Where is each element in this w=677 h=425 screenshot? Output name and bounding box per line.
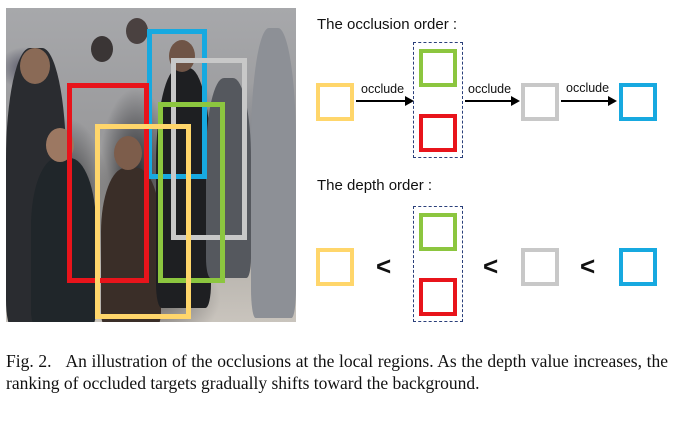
occlusion-green-square <box>419 49 457 87</box>
occlude-arrow-2 <box>465 100 512 102</box>
pedestrian-figure <box>31 158 96 322</box>
occlude-label-1: occlude <box>361 82 405 96</box>
caption-label: Fig. 2. <box>6 351 52 371</box>
occlusion-tie-group <box>413 42 463 158</box>
bbox-yellow <box>95 124 191 319</box>
less-than-symbol-2: < <box>483 251 499 281</box>
occlude-label-2: occlude <box>468 82 512 96</box>
caption-text: An illustration of the occlusions at the… <box>6 351 669 393</box>
bbox-green <box>158 102 225 283</box>
occlude-arrowhead-2 <box>511 96 520 106</box>
pedestrian-head <box>91 36 113 62</box>
pedestrian-figure <box>101 168 161 322</box>
pedestrian-head <box>20 48 50 84</box>
depth-gray-square <box>521 248 559 286</box>
occlude-label-3: occlude <box>566 81 610 95</box>
crowd-photo <box>6 8 296 322</box>
pedestrian-figure <box>251 28 296 318</box>
occlusion-red-square <box>419 114 457 152</box>
pedestrian-figure <box>156 68 211 308</box>
occlude-arrowhead-3 <box>608 96 617 106</box>
occlusion-order-title: The occlusion order : <box>317 16 458 33</box>
depth-blue-square <box>619 248 657 286</box>
pedestrian-head <box>126 18 148 44</box>
less-than-symbol-3: < <box>580 251 596 281</box>
occlude-arrow-3 <box>561 100 609 102</box>
bbox-red <box>67 83 149 283</box>
depth-order-title: The depth order : <box>317 177 433 194</box>
depth-tie-group <box>413 206 463 322</box>
less-than-symbol-1: < <box>376 251 392 281</box>
occlusion-gray-square <box>521 83 559 121</box>
depth-yellow-square <box>316 248 354 286</box>
occlusion-yellow-square <box>316 83 354 121</box>
occlude-arrow-1 <box>356 100 406 102</box>
depth-green-square <box>419 213 457 251</box>
figure-caption: Fig. 2. An illustration of the occlusion… <box>6 350 668 394</box>
bbox-gray <box>171 58 247 240</box>
occlude-arrowhead-1 <box>405 96 414 106</box>
pedestrian-head <box>114 136 142 170</box>
depth-red-square <box>419 278 457 316</box>
occlusion-blue-square <box>619 83 657 121</box>
